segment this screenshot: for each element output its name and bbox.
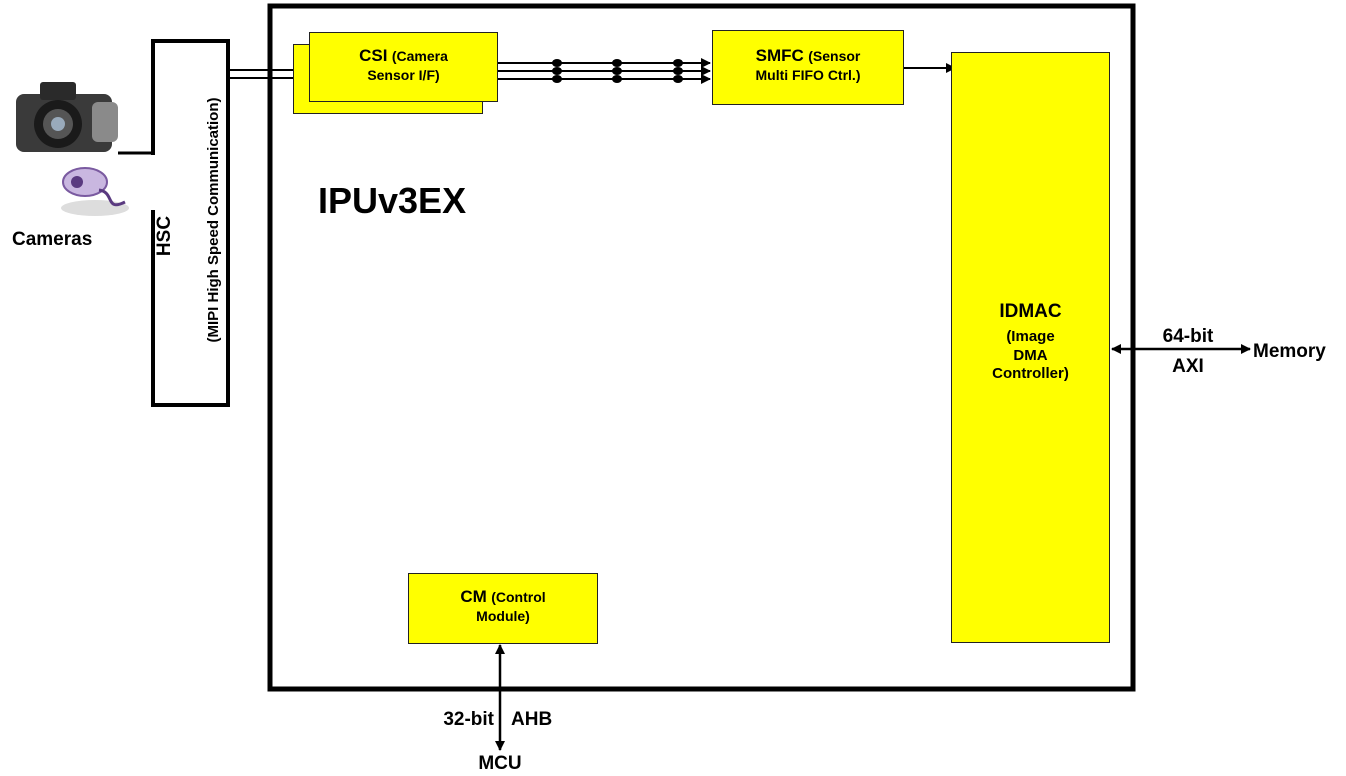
axi-bus-type: AXI [1148, 355, 1228, 379]
csi-name: CSI [359, 46, 387, 65]
memory-label: Memory [1253, 340, 1326, 364]
mcu-label: MCU [460, 752, 540, 776]
idmac-line-1: (Image [952, 328, 1109, 347]
csi-desc-1: (Camera [392, 48, 448, 64]
smfc-name: SMFC [756, 46, 804, 65]
camera-icon [12, 72, 120, 160]
idmac-line-3: Controller) [952, 365, 1109, 384]
cm-desc-2: Module) [409, 608, 597, 626]
axi-bus-width: 64-bit [1148, 325, 1228, 349]
smfc-desc-2: Multi FIFO Ctrl.) [713, 67, 903, 85]
cm-block: CM (Control Module) [408, 573, 598, 644]
csi-desc-2: Sensor I/F) [310, 67, 497, 85]
cm-name: CM [460, 587, 486, 606]
hsc-subtitle: (MIPI High Speed Communication) [205, 50, 225, 390]
webcam-icon [55, 162, 133, 218]
smfc-desc-1: (Sensor [808, 48, 860, 64]
ahb-bus-width: 32-bit [418, 708, 494, 732]
cameras-label: Cameras [12, 228, 122, 252]
idmac-block: IDMAC (Image DMA Controller) [951, 52, 1110, 643]
csi-block: CSI (Camera Sensor I/F) [309, 32, 498, 102]
cm-desc-1: (Control [491, 589, 545, 605]
smfc-block: SMFC (Sensor Multi FIFO Ctrl.) [712, 30, 904, 105]
hsc-title: HSC [154, 186, 176, 286]
idmac-name: IDMAC [952, 300, 1109, 324]
ipu-title: IPUv3EX [318, 180, 466, 222]
ahb-bus-type: AHB [511, 708, 552, 732]
idmac-line-2: DMA [952, 347, 1109, 366]
